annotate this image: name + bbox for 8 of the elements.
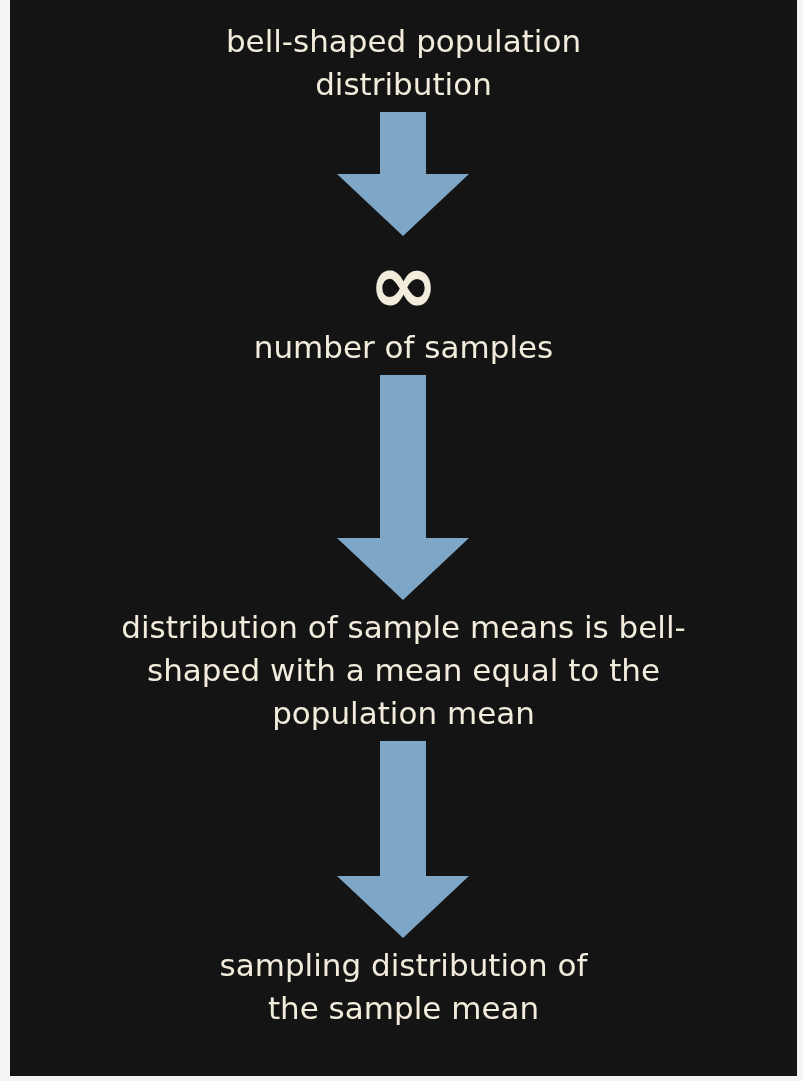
flow-text: sampling distribution of the sample mean bbox=[218, 946, 589, 1028]
flow-text: number of samples bbox=[253, 328, 554, 367]
block-arrow bbox=[337, 375, 469, 600]
block-arrow bbox=[337, 112, 469, 236]
block-arrow bbox=[337, 741, 469, 938]
flow-text: bell-shaped population distribution bbox=[224, 22, 583, 104]
infinity-symbol: ∞ bbox=[368, 242, 439, 326]
flow-text: distribution of sample means is bell-shaped with a mean equal to the population mean bbox=[120, 608, 687, 733]
